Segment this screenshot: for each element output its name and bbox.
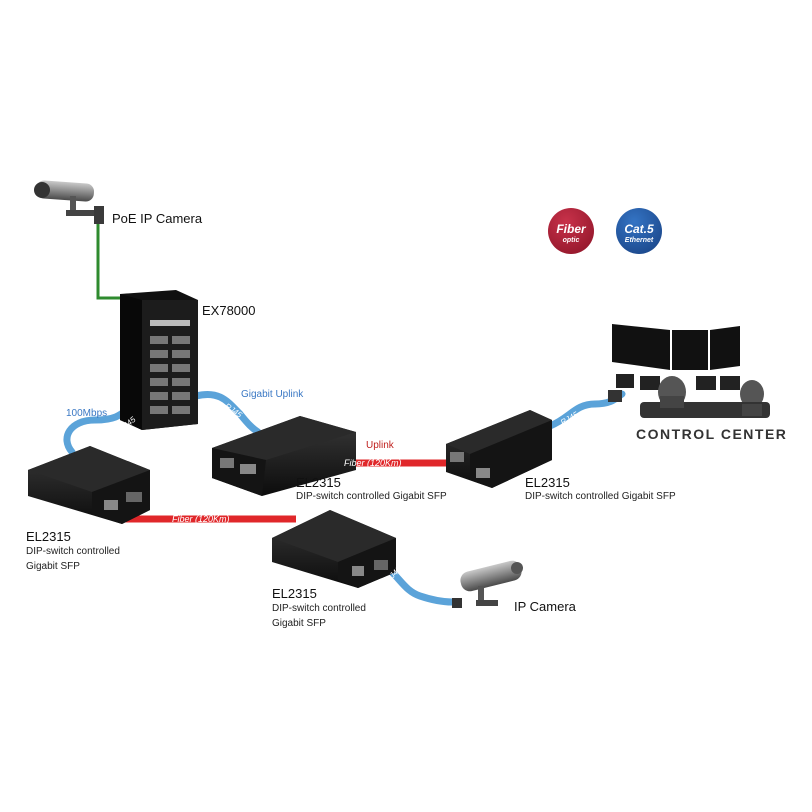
control-center-icon [608, 324, 770, 418]
converter-left-icon [28, 446, 150, 524]
converter-center-desc: DIP-switch controlled Gigabit SFP [296, 491, 447, 502]
converter-bottom-icon [272, 510, 396, 588]
converter-left-model: EL2315 [26, 529, 71, 544]
poe-cable [96, 222, 122, 300]
switch-label: EX78000 [202, 303, 256, 318]
cat5-badge-line1: Cat.5 [624, 222, 654, 236]
fiber-label-uplink: Fiber (120Km) [344, 458, 402, 468]
converter-right-desc: DIP-switch controlled Gigabit SFP [525, 491, 676, 502]
switch-icon [120, 290, 198, 430]
gigabit-uplink-label: Gigabit Uplink [241, 389, 304, 400]
converter-center-icon [212, 416, 356, 496]
converter-bottom-model: EL2315 [272, 586, 317, 601]
fiber-optic-badge: Fiber optic [548, 208, 594, 254]
converter-bottom-desc-2: Gigabit SFP [272, 618, 326, 629]
cat5-ethernet-badge: Cat.5 Ethernet [616, 208, 662, 254]
converter-left-desc-2: Gigabit SFP [26, 561, 80, 572]
fiber-badge-line1: Fiber [556, 222, 586, 236]
converter-right-model: EL2315 [525, 475, 570, 490]
cat5-badge-line2: Ethernet [624, 237, 654, 244]
fiber-badge-line2: optic [562, 237, 580, 244]
ip-camera-icon [452, 560, 523, 608]
control-center-label: CONTROL CENTER [636, 426, 788, 442]
converter-right-icon [446, 410, 552, 488]
ip-camera-label: IP Camera [514, 599, 576, 614]
converter-left-desc-1: DIP-switch controlled [26, 546, 120, 557]
speed-100mbps-label: 100Mbps [66, 408, 108, 419]
converter-bottom-desc-1: DIP-switch controlled [272, 603, 366, 614]
ethernet-link-switch-center [192, 391, 262, 436]
poe-camera-icon [34, 180, 104, 224]
poe-camera-label: PoE IP Camera [112, 211, 203, 226]
fiber-label-bottom: Fiber (120Km) [172, 514, 230, 524]
converter-center-model: EL2315 [296, 475, 341, 490]
uplink-label: Uplink [366, 440, 394, 451]
